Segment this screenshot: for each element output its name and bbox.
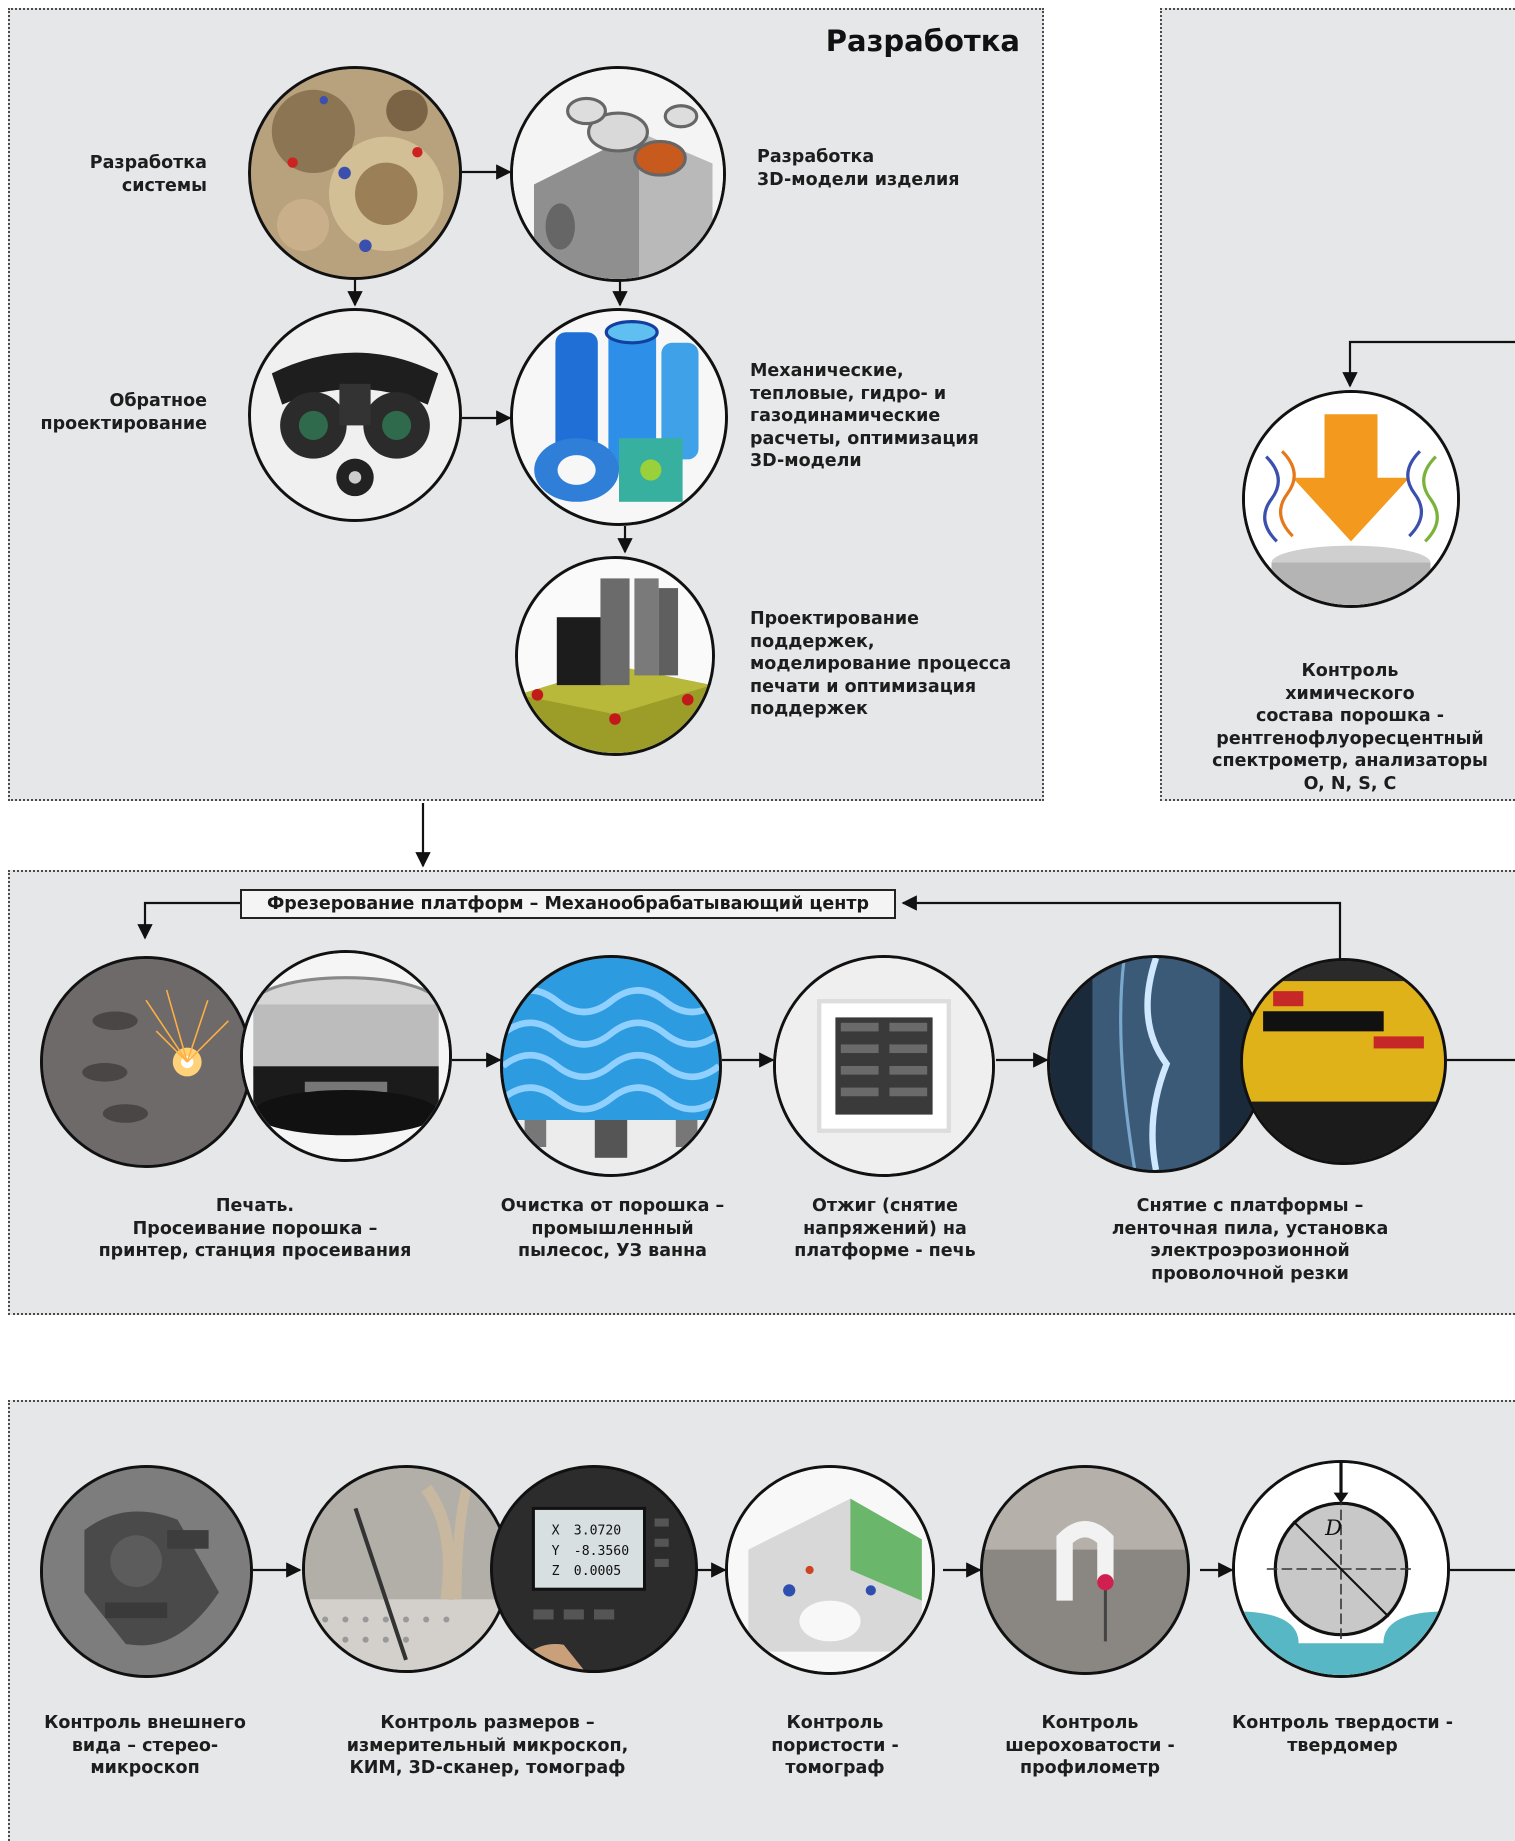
edm-wire-image (1047, 955, 1265, 1173)
porosity-control-label: Контроль пористости - томограф (771, 1713, 899, 1778)
ct-scan-image (725, 1465, 935, 1675)
milling-label: Фрезерование платформ – Механообрабатыва… (266, 894, 870, 914)
model-dev-label: Разработка 3D-модели изделия (757, 147, 960, 190)
screen-value-y: -8.3560 (574, 1544, 629, 1559)
ultrasonic-bath-image (500, 955, 722, 1177)
furnace-image (773, 955, 995, 1177)
supports-design-label: Проектирование поддержек, моделирование … (750, 609, 1012, 719)
roughness-control-label: Контроль шероховатости - профилометр (1005, 1713, 1175, 1778)
screen-axis-z: Z (552, 1564, 560, 1579)
system-dev-label: Разработка системы (89, 153, 207, 196)
measuring-microscope-image (302, 1465, 510, 1673)
support-structure-image (515, 556, 715, 756)
fea-simulation-image (510, 308, 728, 526)
cad-block-image (510, 66, 726, 282)
screen-value-x: 3.0720 (574, 1524, 622, 1539)
laser-printing-image (40, 956, 252, 1168)
printing-label: Печать. Просеивание порошка – принтер, с… (98, 1196, 412, 1261)
reverse-eng-label: Обратное проектирование (40, 391, 207, 434)
milling-box: Фрезерование платформ – Механообрабатыва… (240, 889, 896, 919)
annealing-label: Отжиг (снятие напряжений) на платформе -… (794, 1196, 976, 1261)
dimension-control-label: Контроль размеров – измерительный микрос… (346, 1713, 629, 1778)
hardness-control-label: Контроль твердости - твердомер (1232, 1713, 1453, 1756)
development-title: Разработка (825, 24, 1020, 58)
watch-mechanism-image (248, 66, 462, 280)
calculations-label: Механические, тепловые, гидро- и газодин… (750, 361, 979, 471)
cleaning-label: Очистка от порошка – промышленный пылесо… (500, 1196, 725, 1261)
xrf-spectrometer-image (1242, 390, 1460, 608)
screen-value-z: 0.0005 (574, 1564, 621, 1579)
band-saw-image (1240, 958, 1447, 1165)
screen-axis-x: X (552, 1524, 560, 1539)
stereo-microscope-image (40, 1465, 253, 1678)
screen-axis-y: Y (552, 1544, 560, 1559)
cmm-readout-image: X Y Z 3.0720 -8.3560 0.0005 (490, 1465, 698, 1673)
hardness-diameter-symbol: D (1324, 1515, 1342, 1540)
removal-label: Снятие с платформы – ленточная пила, уст… (1111, 1196, 1389, 1284)
hardness-tester-image: D (1232, 1460, 1450, 1678)
chem-control-label: Контроль химического состава порошка - р… (1212, 661, 1488, 794)
profilometer-image (980, 1465, 1190, 1675)
visual-control-label: Контроль внешнего вида – стерео- микроск… (44, 1713, 246, 1778)
3d-scanner-image (248, 308, 462, 522)
sieve-image (240, 950, 452, 1162)
